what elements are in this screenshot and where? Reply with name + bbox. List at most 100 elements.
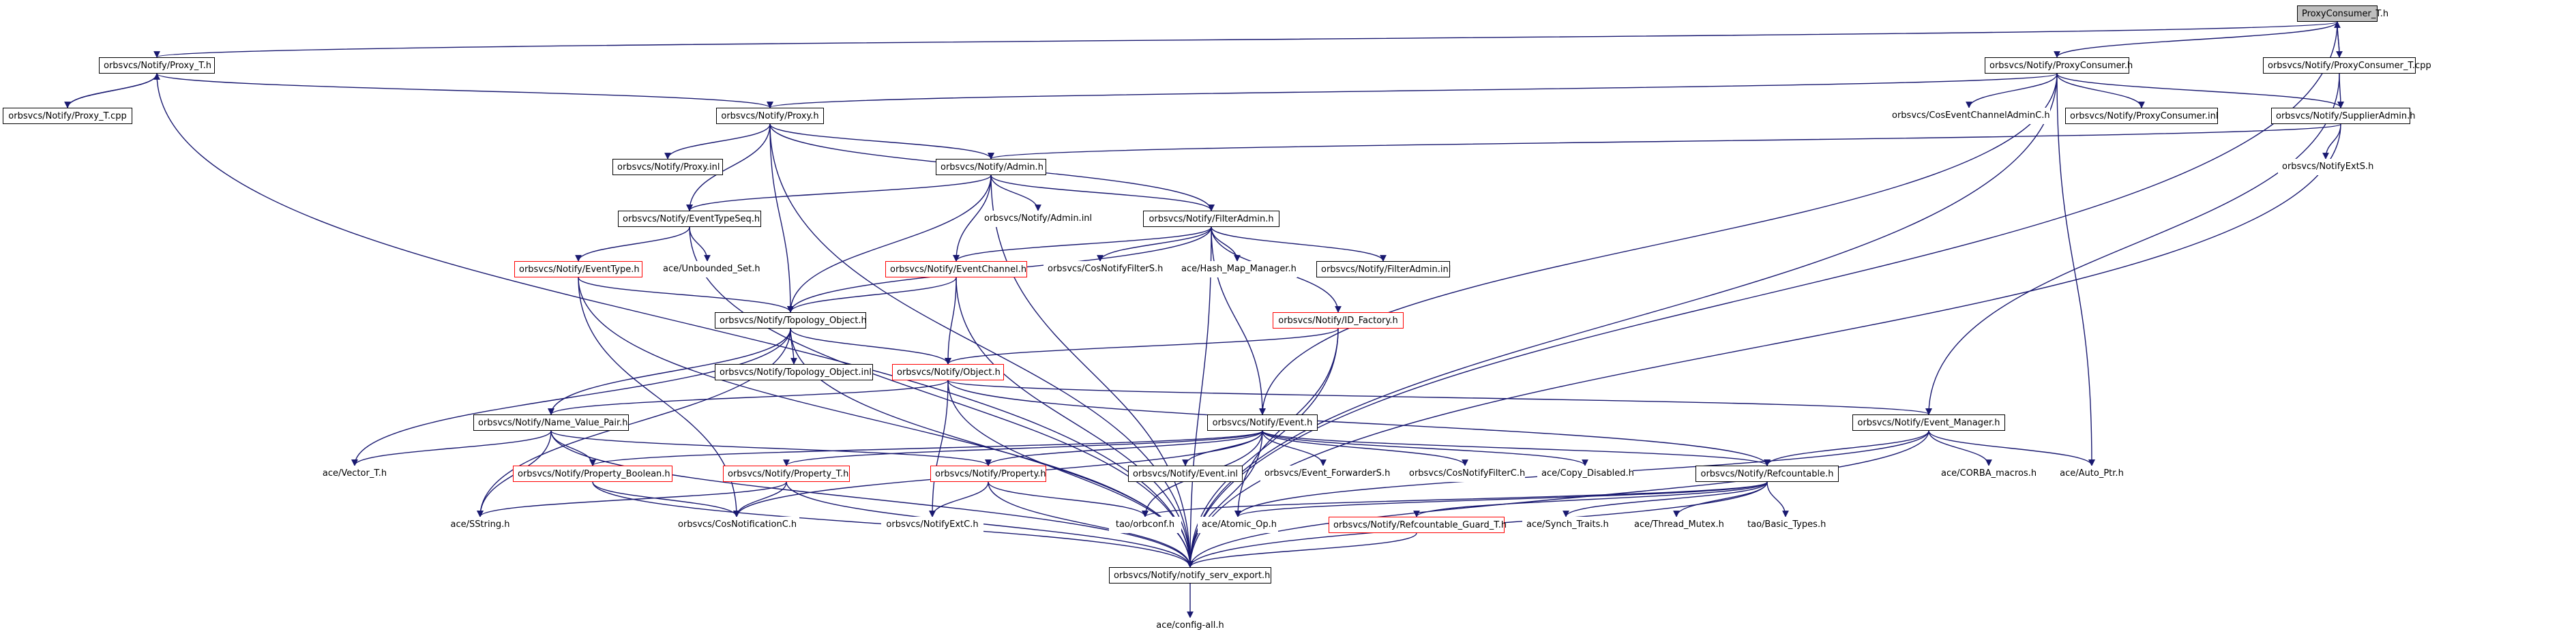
node-config-all[interactable]: ace/config-all.h (1149, 618, 1232, 634)
node-corba-macros[interactable]: ace/CORBA_macros.h (1937, 466, 2041, 482)
node-coseventchanneladminc[interactable]: orbsvcs/CosEventChannelAdminC.h (1888, 108, 2050, 124)
node-proxyconsumer-t-cpp[interactable]: orbsvcs/Notify/ProxyConsumer_T.cpp (2263, 57, 2431, 74)
node-synch-traits[interactable]: ace/Synch_Traits.h (1522, 517, 1610, 533)
edge-event-h-to-property-t-h (783, 430, 1263, 466)
edge-object-h-to-notifyextc (929, 380, 949, 517)
node-eventchannel-h[interactable]: orbsvcs/Notify/EventChannel.h (885, 261, 1027, 277)
edge-filteradmin-h-to-cosnotifyfilters (1097, 226, 1212, 262)
edge-event-h-to-copy-disabled (1262, 430, 1588, 466)
node-cosnotifyfilters[interactable]: orbsvcs/CosNotifyFilterS.h (1043, 261, 1163, 277)
node-refcountable-guard-t-h[interactable]: orbsvcs/Notify/Refcountable_Guard_T.h (1329, 517, 1507, 533)
edge-proxy-h-to-admin-h (769, 123, 994, 160)
node-thread-mutex[interactable]: ace/Thread_Mutex.h (1630, 517, 1724, 533)
node-event-forwarders[interactable]: orbsvcs/Event_ForwarderS.h (1260, 466, 1390, 482)
node-hash-map-manager[interactable]: ace/Hash_Map_Manager.h (1177, 261, 1297, 277)
node-proxyconsumer-inl[interactable]: orbsvcs/Notify/ProxyConsumer.inl (2065, 108, 2218, 124)
edge-eventtype-h-to-topology-object-h (578, 277, 794, 313)
node-copy-disabled[interactable]: ace/Copy_Disabled.h (1537, 466, 1634, 482)
node-filteradmin-inl[interactable]: orbsvcs/Notify/FilterAdmin.inl (1316, 261, 1451, 277)
edge-proxy-t-h-to-notify-serv-export (156, 73, 1194, 568)
node-filteradmin-h[interactable]: orbsvcs/Notify/FilterAdmin.h (1143, 211, 1279, 227)
edge-admin-h-to-eventtypeseq-h (686, 175, 992, 211)
node-notifyextc[interactable]: orbsvcs/NotifyExtC.h (881, 517, 983, 533)
node-event-inl[interactable]: orbsvcs/Notify/Event.inl (1128, 466, 1243, 482)
edge-admin-h-to-topology-object-h (787, 175, 992, 313)
edge-refcountable-h-to-basic-types (1766, 481, 1789, 517)
edge-name-value-pair-h-to-property-h (550, 430, 992, 466)
edge-supplieradmin-h-to-admin-h (988, 123, 2341, 160)
node-proxy-inl[interactable]: orbsvcs/Notify/Proxy.inl (612, 159, 723, 175)
node-topology-object-h[interactable]: orbsvcs/Notify/Topology_Object.h (715, 312, 867, 329)
node-property-h[interactable]: orbsvcs/Notify/Property.h (930, 466, 1046, 482)
node-refcountable-h[interactable]: orbsvcs/Notify/Refcountable.h (1696, 466, 1839, 482)
edge-refcountable-h-to-refcountable-guard-t-h (1413, 481, 1768, 517)
edge-proxy-t-cpp-to-proxy-t-h (67, 73, 160, 108)
node-eventtype-h[interactable]: orbsvcs/Notify/EventType.h (514, 261, 642, 277)
edge-object-h-to-name-value-pair-h (548, 380, 949, 415)
edge-proxy-t-h-to-proxy-h (156, 73, 773, 108)
edge-event-h-to-property-h (985, 430, 1263, 466)
node-eventtypeseq-h[interactable]: orbsvcs/Notify/EventTypeSeq.h (618, 211, 761, 227)
node-name-value-pair-h[interactable]: orbsvcs/Notify/Name_Value_Pair.h (473, 414, 629, 431)
node-orbconf[interactable]: tao/orbconf.h (1109, 517, 1181, 533)
edge-property-t-h-to-notify-serv-export (786, 481, 1194, 568)
node-proxy-t-h[interactable]: orbsvcs/Notify/Proxy_T.h (99, 57, 215, 74)
node-event-h[interactable]: orbsvcs/Notify/Event.h (1207, 414, 1318, 431)
edge-name-value-pair-h-to-vector-t (351, 430, 552, 466)
node-proxyconsumer-h[interactable]: orbsvcs/Notify/ProxyConsumer.h (1985, 57, 2133, 74)
edge-property-t-h-to-sstring (477, 481, 787, 517)
node-root[interactable]: ProxyConsumer_T.h (2297, 5, 2388, 22)
edge-proxy-h-to-eventtypeseq-h (686, 123, 771, 211)
edge-event-h-to-refcountable-h (1262, 430, 1771, 466)
edge-root-to-notify-serv-export (1187, 21, 2338, 568)
edge-topology-object-h-to-object-h (790, 328, 951, 365)
node-vector-t[interactable]: ace/Vector_T.h (314, 466, 396, 482)
node-notify-serv-export[interactable]: orbsvcs/Notify/notify_serv_export.h (1109, 567, 1271, 584)
edge-id-factory-h-to-object-h (945, 328, 1339, 365)
edge-proxyconsumer-h-to-coseventchanneladminc (1966, 73, 2058, 108)
edge-eventchannel-h-to-object-h (945, 277, 957, 365)
edge-refcountable-h-to-atomic-op (1234, 481, 1768, 517)
node-proxy-h[interactable]: orbsvcs/Notify/Proxy.h (716, 108, 824, 124)
node-auto-ptr[interactable]: ace/Auto_Ptr.h (2053, 466, 2131, 482)
node-notifyexts-h[interactable]: orbsvcs/NotifyExtS.h (2278, 159, 2373, 175)
node-basic-types[interactable]: tao/Basic_Types.h (1743, 517, 1828, 533)
node-unbounded-set[interactable]: ace/Unbounded_Set.h (659, 261, 760, 277)
node-atomic-op[interactable]: ace/Atomic_Op.h (1198, 517, 1278, 533)
node-id-factory-h[interactable]: orbsvcs/Notify/ID_Factory.h (1273, 312, 1404, 329)
edge-proxyconsumer-h-to-proxy-h (767, 73, 2058, 108)
edge-event-h-to-property-boolean-h (589, 430, 1263, 466)
edge-proxyconsumer-h-to-notify-serv-export (1187, 73, 2058, 568)
edge-event-manager-h-to-auto-ptr (1928, 430, 2095, 466)
edge-proxy-h-to-proxy-inl (664, 123, 771, 160)
edge-property-boolean-h-to-cosnotificationc (592, 481, 740, 517)
node-admin-inl[interactable]: orbsvcs/Notify/Admin.inl (980, 211, 1096, 227)
edge-property-t-h-to-cosnotificationc (733, 481, 787, 517)
node-property-t-h[interactable]: orbsvcs/Notify/Property_T.h (723, 466, 850, 482)
edge-topology-object-h-to-vector-t (351, 328, 791, 466)
node-topology-object-inl[interactable]: orbsvcs/Notify/Topology_Object.inl (715, 364, 873, 380)
edge-event-h-to-notify-serv-export (1187, 430, 1263, 568)
node-object-h[interactable]: orbsvcs/Notify/Object.h (892, 364, 1004, 380)
edge-proxyconsumer-t-cpp-to-root (2334, 21, 2341, 58)
node-cosnotificationc[interactable]: orbsvcs/CosNotificationC.h (674, 517, 799, 533)
node-event-manager-h[interactable]: orbsvcs/Notify/Event_Manager.h (1852, 414, 2005, 431)
edge-proxyconsumer-h-to-supplieradmin-h (2056, 73, 2344, 108)
edge-eventtypeseq-h-to-eventtype-h (575, 226, 690, 262)
edge-refcountable-guard-t-h-to-notify-serv-export (1187, 532, 1417, 568)
edge-event-h-to-event-forwarders (1262, 430, 1327, 466)
edge-event-h-to-cosnotifyfilterc (1262, 430, 1468, 466)
edge-event-manager-h-to-notify-serv-export (1187, 430, 1929, 568)
node-supplieradmin-h[interactable]: orbsvcs/Notify/SupplierAdmin.h (2271, 108, 2416, 124)
edge-eventchannel-h-to-notify-serv-export (956, 277, 1194, 568)
node-proxy-t-cpp[interactable]: orbsvcs/Notify/Proxy_T.cpp (3, 108, 132, 124)
edge-property-h-to-orbconf (988, 481, 1149, 517)
node-cosnotifyfilterc[interactable]: orbsvcs/CosNotifyFilterC.h (1405, 466, 1525, 482)
node-admin-h[interactable]: orbsvcs/Notify/Admin.h (936, 159, 1046, 175)
edge-root-to-proxyconsumer-h (2054, 21, 2338, 58)
edge-object-h-to-refcountable-h (947, 380, 1771, 466)
node-sstring[interactable]: ace/SString.h (445, 517, 516, 533)
edge-filteradmin-h-to-eventchannel-h (953, 226, 1212, 262)
node-property-boolean-h[interactable]: orbsvcs/Notify/Property_Boolean.h (513, 466, 672, 482)
